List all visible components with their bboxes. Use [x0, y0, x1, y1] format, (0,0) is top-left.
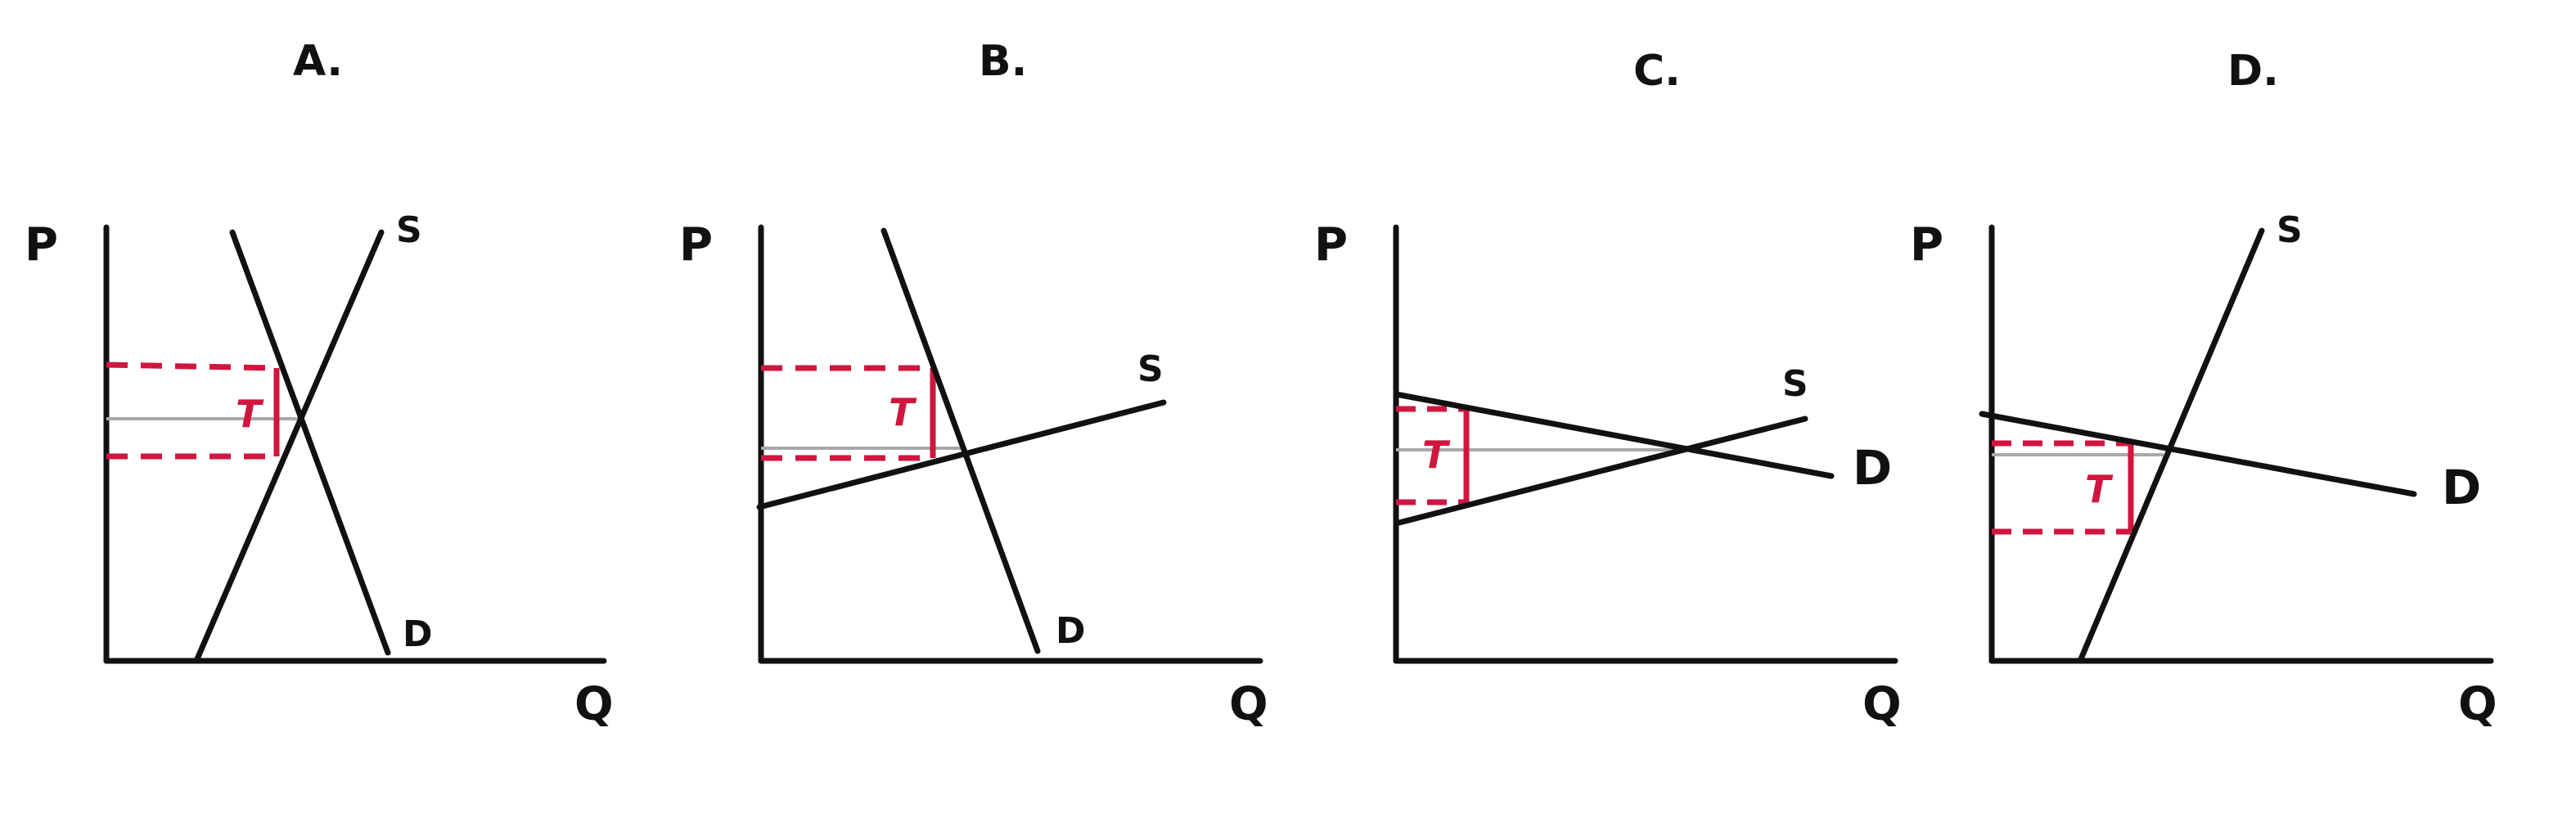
- panel-b-tax-label: T: [889, 390, 917, 434]
- panel-c: C. P Q T S D: [1314, 47, 1902, 731]
- panel-b-demand-curve: [880, 227, 1041, 654]
- panel-c-price-axis-label: P: [1314, 218, 1348, 272]
- panel-b: B. P Q T S D: [679, 37, 1268, 731]
- panel-d-price-axis-label: P: [1910, 218, 1943, 272]
- panel-d-supply-curve: [2077, 227, 2265, 664]
- panel-c-quantity-axis-label: Q: [1862, 678, 1902, 731]
- panel-b-supply-curve: [756, 399, 1167, 510]
- panel-b-demand-label: D: [1056, 610, 1086, 652]
- panel-a-supply-curve: [193, 229, 385, 664]
- panel-d-tax-label: T: [2085, 467, 2114, 511]
- panel-a-tax-upper-line: [106, 362, 277, 371]
- panel-d: D. P Q T S D: [1910, 47, 2497, 731]
- panel-a-tax-label: T: [236, 392, 264, 436]
- panel-d-title: D.: [2227, 47, 2279, 96]
- panel-c-tax-label: T: [1422, 433, 1451, 477]
- panel-a-title: A.: [293, 37, 343, 86]
- panel-c-demand-curve: [1393, 391, 1835, 479]
- panel-a-demand-curve: [229, 229, 391, 656]
- panel-c-supply-curve: [1393, 415, 1808, 527]
- panel-a: A. P Q T S D: [25, 37, 614, 731]
- panel-c-supply-label: S: [1782, 363, 1808, 405]
- panel-b-quantity-axis-label: Q: [1229, 678, 1268, 731]
- panel-c-demand-label: D: [1853, 440, 1892, 496]
- panel-c-title: C.: [1633, 47, 1681, 96]
- panel-d-quantity-axis-label: Q: [2458, 678, 2497, 731]
- panel-b-title: B.: [979, 37, 1027, 86]
- panel-a-supply-label: S: [396, 209, 422, 251]
- panel-b-price-axis-label: P: [679, 218, 713, 272]
- panel-d-supply-label: S: [2277, 209, 2303, 251]
- panel-d-demand-label: D: [2442, 460, 2481, 515]
- panel-d-demand-curve: [1979, 411, 2417, 497]
- panel-b-supply-label: S: [1137, 348, 1164, 390]
- panel-a-demand-label: D: [403, 613, 433, 655]
- panel-a-quantity-axis-label: Q: [574, 678, 614, 731]
- panel-a-price-axis-label: P: [25, 218, 58, 272]
